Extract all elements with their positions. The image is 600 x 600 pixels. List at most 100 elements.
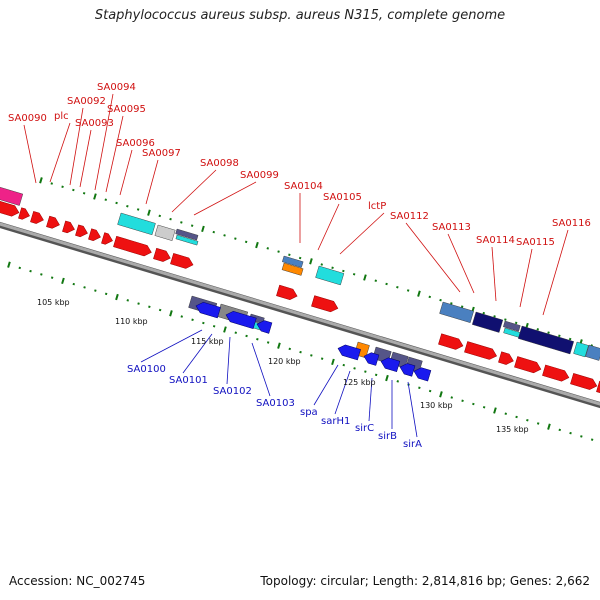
tick-dot [244, 240, 248, 244]
leader-line [140, 329, 203, 363]
tick-dot [83, 286, 86, 289]
forward-gene-arrow [113, 235, 152, 257]
reverse-gene-arrow [380, 357, 401, 373]
tick-dot [417, 290, 421, 297]
forward-gene-arrow [46, 215, 60, 229]
scale-label: 125 kbp [343, 378, 376, 387]
forward-gene-arrow [596, 380, 600, 394]
tick-dot [374, 279, 378, 282]
cog-bar-steel [282, 255, 304, 268]
tick-dot [180, 315, 184, 318]
reverse-gene-label: SA0101 [169, 375, 208, 386]
tick-dot [61, 277, 65, 285]
forward-gene-arrow [311, 295, 339, 313]
tick-dot [396, 380, 400, 383]
tick-dot [353, 367, 356, 370]
forward-gene-arrow [0, 200, 20, 217]
cog-bar-cyan [175, 234, 199, 246]
reverse-gene-label: SA0102 [213, 386, 252, 397]
cog-bar-cyan [315, 265, 345, 286]
tick-dot [482, 311, 486, 315]
cog-bar-steel [585, 344, 600, 361]
tick-dot [320, 357, 324, 360]
forward-gene-arrow [30, 211, 44, 224]
forward-gene-label: SA0093 [75, 118, 114, 129]
reverse-gene-label: sirC [355, 423, 374, 434]
tick-dot [342, 363, 346, 367]
tick-dot [115, 293, 119, 301]
tick-dot [385, 282, 388, 286]
tick-dot [558, 428, 562, 432]
forward-gene-arrow [570, 373, 598, 390]
tick-dot [428, 295, 432, 299]
tick-dot [104, 198, 108, 201]
reverse-gene-label: sirA [403, 439, 422, 450]
tick-dot [61, 185, 64, 189]
tick-dot [580, 435, 583, 438]
tick-dot [245, 334, 248, 338]
forward-gene-label: SA0090 [8, 113, 47, 124]
reverse-gene-label: SA0103 [256, 398, 295, 409]
forward-gene-label: SA0092 [67, 96, 106, 107]
leader-line [23, 124, 37, 184]
tick-dot [385, 374, 389, 382]
leader-line [368, 377, 373, 422]
leader-line [79, 129, 92, 188]
scale-label: 105 kbp [37, 298, 70, 307]
forward-gene-arrow [18, 207, 30, 220]
tick-dot [352, 273, 356, 276]
tick-dot [364, 370, 367, 373]
tick-dot [115, 201, 118, 205]
forward-gene-label: SA0094 [97, 82, 136, 93]
tick-dot [558, 334, 561, 338]
tick-dot [288, 253, 291, 257]
tick-dot [493, 315, 496, 318]
tick-dot [536, 422, 540, 425]
forward-gene-label: SA0099 [240, 170, 279, 181]
leader-line [519, 248, 533, 308]
tick-dot [93, 193, 97, 200]
tick-dot [320, 263, 324, 266]
leader-line [447, 233, 475, 294]
backbone-highlight [0, 222, 600, 406]
tick-dot [331, 358, 335, 366]
scale-label: 120 kbp [268, 357, 301, 366]
tick-dot [472, 402, 475, 406]
leader-line [49, 122, 71, 183]
reverse-gene-label: sirB [378, 431, 397, 442]
accession-text: Accession: NC_002745 [9, 574, 146, 588]
tick-dot [94, 289, 97, 292]
tick-dot [482, 406, 486, 409]
reverse-gene-label: SA0100 [127, 364, 166, 375]
forward-gene-label: SA0113 [432, 222, 471, 233]
forward-gene-label: SA0105 [323, 192, 362, 203]
tick-dot [169, 310, 173, 317]
forward-gene-label: SA0104 [284, 181, 323, 192]
cog-bar-cyan [573, 341, 589, 358]
forward-gene-label: SA0097 [142, 148, 181, 159]
tick-dot [439, 298, 442, 302]
tick-dot [201, 225, 205, 233]
leader-line [251, 342, 271, 397]
forward-gene-arrow [101, 232, 113, 245]
tick-dot [255, 241, 259, 249]
leader-line [145, 159, 159, 205]
tick-dot [526, 418, 529, 422]
tick-dot [29, 269, 32, 273]
reverse-gene-arrow [225, 310, 257, 330]
tick-dot [223, 326, 227, 333]
tick-dot [547, 423, 551, 430]
leader-line [334, 370, 351, 415]
forward-gene-arrow [498, 351, 514, 365]
gene-arrows [0, 200, 600, 394]
tick-dot [147, 209, 151, 216]
scale-label: 110 kbp [115, 317, 148, 326]
tick-dot [309, 258, 313, 265]
leader-line [193, 181, 257, 216]
leader-line [105, 115, 124, 193]
tick-dot [190, 224, 194, 227]
map-title: Staphylococcus aureus subsp. aureus N315… [94, 8, 506, 23]
forward-gene-arrow [153, 247, 171, 262]
tick-dot [363, 274, 367, 281]
tick-dot [256, 337, 259, 341]
